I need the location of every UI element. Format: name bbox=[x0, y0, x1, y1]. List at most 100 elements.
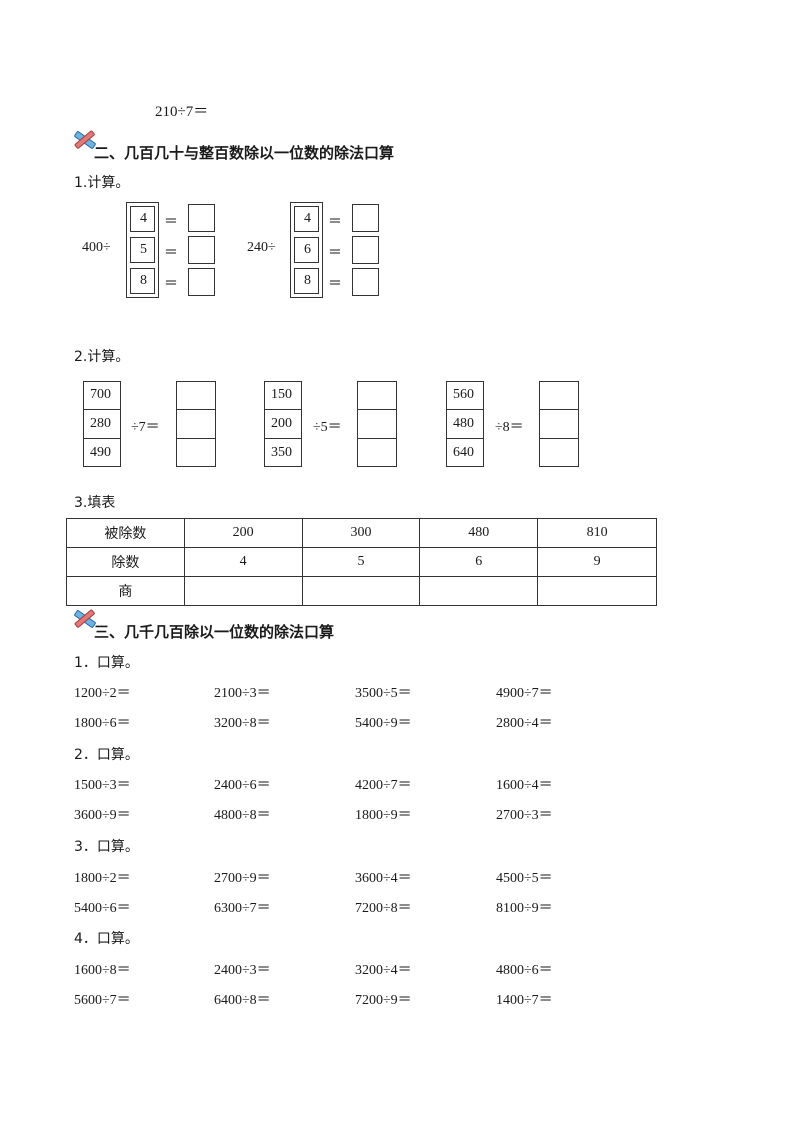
answer-cell[interactable] bbox=[419, 576, 539, 606]
group-label: 4．口算。 bbox=[74, 931, 139, 947]
answer-cell[interactable] bbox=[183, 576, 303, 606]
equals-sign: ＝ bbox=[164, 215, 178, 230]
q1-divide-sign: ÷ bbox=[103, 240, 111, 255]
expression: 1600÷8＝ bbox=[74, 963, 131, 978]
equals-sign: ＝ bbox=[164, 277, 178, 292]
q1-divide-sign: ÷ bbox=[268, 240, 276, 255]
expression: 2400÷6＝ bbox=[214, 778, 271, 793]
expression: 2800÷4＝ bbox=[496, 716, 553, 731]
answer-box[interactable] bbox=[188, 268, 215, 296]
divider bbox=[176, 409, 216, 410]
group-label: 1．口算。 bbox=[74, 655, 139, 671]
expression: 1400÷7＝ bbox=[496, 993, 553, 1008]
divisor-box: 6 bbox=[294, 237, 319, 263]
answer-box[interactable] bbox=[352, 268, 379, 296]
table-cell: 5 bbox=[301, 547, 421, 577]
divider bbox=[539, 438, 579, 439]
expression: 4800÷8＝ bbox=[214, 808, 271, 823]
divider bbox=[446, 438, 484, 439]
dividend-value: 640 bbox=[453, 445, 474, 460]
divisor-text: ÷8＝ bbox=[495, 420, 524, 435]
q3-label: 3.填表 bbox=[74, 495, 116, 511]
group-label: 2．口算。 bbox=[74, 747, 139, 763]
answer-column bbox=[176, 381, 216, 467]
q1-label: 1.计算。 bbox=[74, 175, 130, 191]
answer-cell[interactable] bbox=[301, 576, 421, 606]
divider bbox=[539, 409, 579, 410]
dividend-value: 280 bbox=[90, 416, 111, 431]
table-cell: 200 bbox=[183, 518, 303, 548]
expression: 1200÷2＝ bbox=[74, 686, 131, 701]
pencil-ruler-icon bbox=[72, 128, 98, 152]
expression: 6400÷8＝ bbox=[214, 993, 271, 1008]
q1-dividend: 400 bbox=[82, 240, 103, 255]
expression: 4200÷7＝ bbox=[355, 778, 412, 793]
group-label: 3．口算。 bbox=[74, 839, 139, 855]
table-cell: 480 bbox=[419, 518, 539, 548]
answer-box[interactable] bbox=[188, 204, 215, 232]
expression: 1500÷3＝ bbox=[74, 778, 131, 793]
divider bbox=[83, 438, 121, 439]
table-cell: 810 bbox=[537, 518, 657, 548]
divisor-box: 4 bbox=[130, 206, 155, 232]
equals-sign: ＝ bbox=[164, 246, 178, 261]
divider bbox=[176, 438, 216, 439]
divisor-box: 8 bbox=[294, 268, 319, 294]
expression: 5600÷7＝ bbox=[74, 993, 131, 1008]
divider bbox=[357, 409, 397, 410]
expression: 8100÷9＝ bbox=[496, 901, 553, 916]
answer-box[interactable] bbox=[188, 236, 215, 264]
divider bbox=[83, 409, 121, 410]
dividend-value: 700 bbox=[90, 387, 111, 402]
expression: 3600÷4＝ bbox=[355, 871, 412, 886]
answer-cell[interactable] bbox=[537, 576, 657, 606]
answer-column bbox=[539, 381, 579, 467]
pencil-ruler-icon bbox=[72, 607, 98, 631]
expression: 4500÷5＝ bbox=[496, 871, 553, 886]
expression: 5400÷9＝ bbox=[355, 716, 412, 731]
divider bbox=[264, 409, 302, 410]
equals-sign: ＝ bbox=[328, 277, 342, 292]
expression: 1800÷2＝ bbox=[74, 871, 131, 886]
expression: 1600÷4＝ bbox=[496, 778, 553, 793]
divisor-box: 5 bbox=[130, 237, 155, 263]
dividend-column bbox=[83, 381, 121, 467]
row-header: 被除数 bbox=[66, 518, 185, 548]
expression: 3200÷8＝ bbox=[214, 716, 271, 731]
table-cell: 9 bbox=[537, 547, 657, 577]
expression: 1800÷9＝ bbox=[355, 808, 412, 823]
divider bbox=[264, 438, 302, 439]
expression: 1800÷6＝ bbox=[74, 716, 131, 731]
table-cell: 4 bbox=[183, 547, 303, 577]
dividend-value: 480 bbox=[453, 416, 474, 431]
table-row: 除数 4 5 6 9 bbox=[66, 547, 657, 577]
answer-box[interactable] bbox=[352, 204, 379, 232]
row-header: 除数 bbox=[66, 547, 185, 577]
dividend-value: 350 bbox=[271, 445, 292, 460]
division-table: 被除数 200 300 480 810 除数 4 5 6 9 商 bbox=[66, 518, 657, 606]
expression: 6300÷7＝ bbox=[214, 901, 271, 916]
divisor-box: 4 bbox=[294, 206, 319, 232]
expression: 5400÷6＝ bbox=[74, 901, 131, 916]
expression: 2700÷9＝ bbox=[214, 871, 271, 886]
dividend-column bbox=[446, 381, 484, 467]
dividend-value: 200 bbox=[271, 416, 292, 431]
table-cell: 6 bbox=[419, 547, 539, 577]
q1-dividend: 240 bbox=[247, 240, 268, 255]
top-expression: 210÷7＝ bbox=[155, 104, 209, 120]
expression: 2100÷3＝ bbox=[214, 686, 271, 701]
expression: 3600÷9＝ bbox=[74, 808, 131, 823]
divider bbox=[357, 438, 397, 439]
expression: 4800÷6＝ bbox=[496, 963, 553, 978]
expression: 4900÷7＝ bbox=[496, 686, 553, 701]
dividend-column bbox=[264, 381, 302, 467]
divisor-text: ÷7＝ bbox=[131, 420, 160, 435]
section3-title: 三、几千几百除以一位数的除法口算 bbox=[94, 623, 335, 641]
table-row: 被除数 200 300 480 810 bbox=[66, 518, 657, 548]
divisor-box: 8 bbox=[130, 268, 155, 294]
divisor-text: ÷5＝ bbox=[313, 420, 342, 435]
expression: 7200÷8＝ bbox=[355, 901, 412, 916]
equals-sign: ＝ bbox=[328, 215, 342, 230]
expression: 3200÷4＝ bbox=[355, 963, 412, 978]
answer-box[interactable] bbox=[352, 236, 379, 264]
